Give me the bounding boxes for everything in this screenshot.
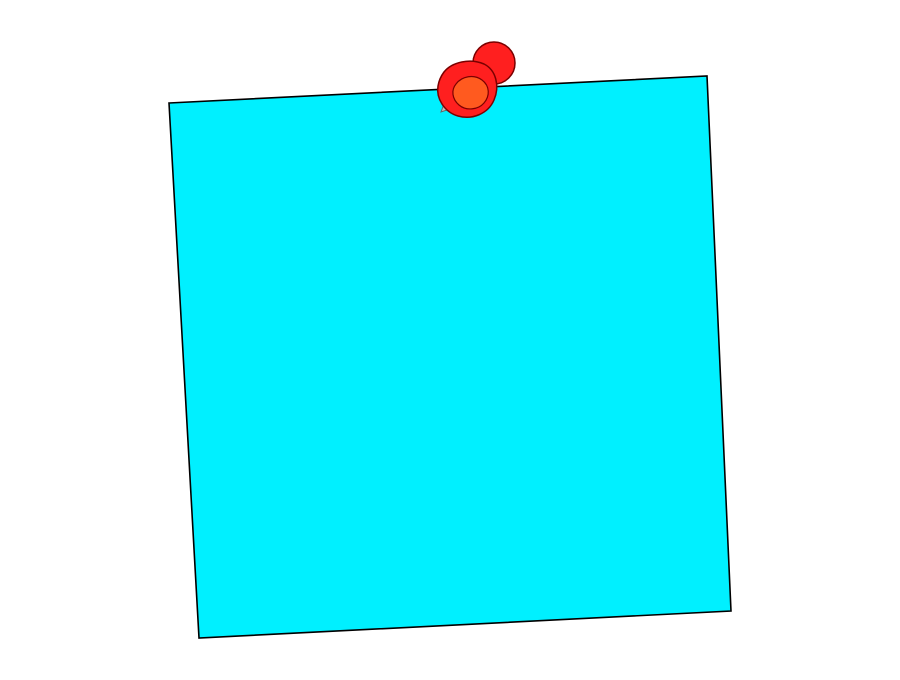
pushpin-icon — [436, 41, 516, 118]
pushpin-face — [452, 75, 489, 110]
sticky-note — [168, 75, 732, 639]
